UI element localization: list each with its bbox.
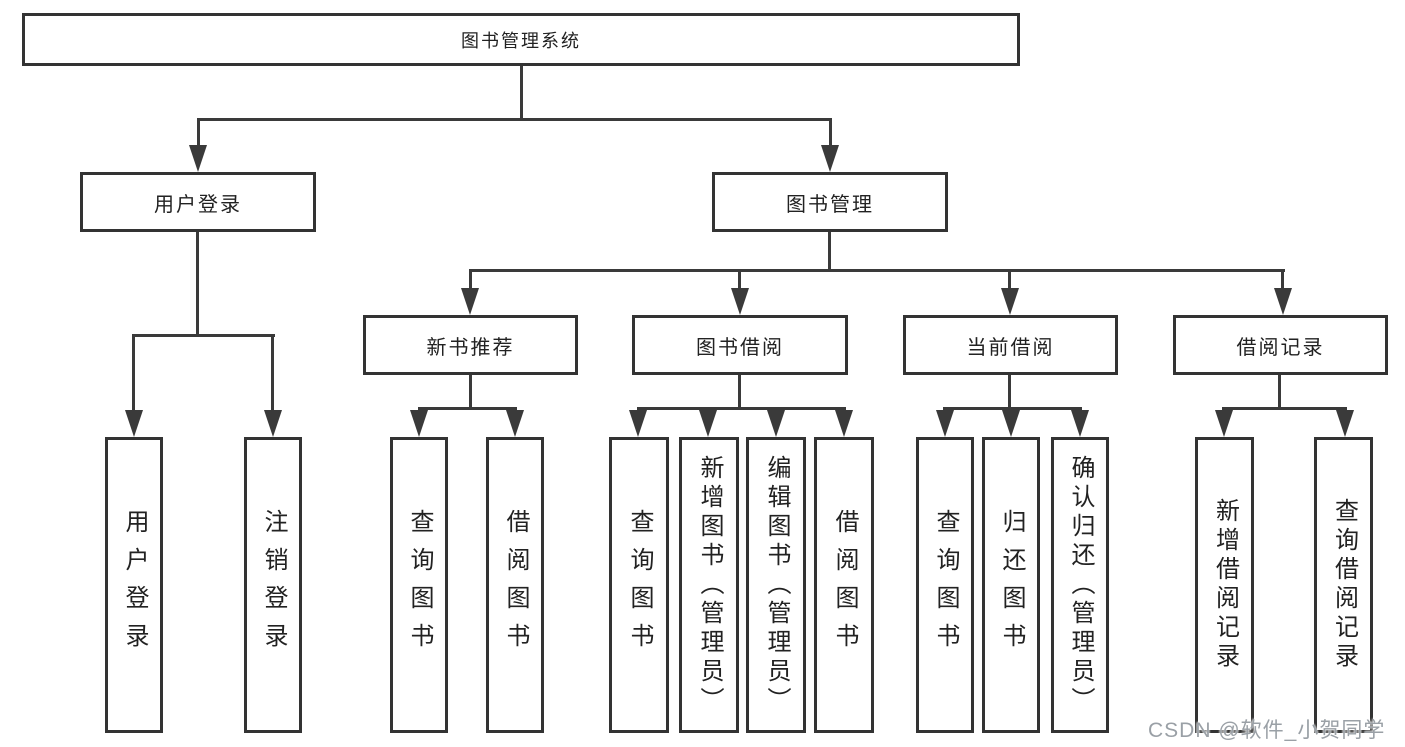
connector-drop-borrow-records xyxy=(1281,269,1284,291)
arrowhead-borrow-records xyxy=(1274,288,1292,315)
arrowhead-login-leaf xyxy=(125,410,143,437)
connector-drop-book-management xyxy=(829,118,832,152)
leaf-bb-add-books-admin: 新增图书（管理员） xyxy=(679,437,739,733)
connector-bar-book-management xyxy=(469,269,1285,272)
arrowhead-book-management xyxy=(821,145,839,172)
node-new-book-recommend: 新书推荐 xyxy=(363,315,578,375)
arrowhead-bb-add xyxy=(699,410,717,437)
connector-drop-logout-leaf xyxy=(271,334,274,414)
arrowhead-rec-add xyxy=(1215,410,1233,437)
node-current-borrow: 当前借阅 xyxy=(903,315,1118,375)
leaf-rec-add-borrow-record: 新增借阅记录 xyxy=(1195,437,1254,733)
node-borrow-records: 借阅记录 xyxy=(1173,315,1388,375)
leaf-user-login: 用户登录 xyxy=(105,437,163,733)
leaf-cb-return-books: 归还图书 xyxy=(982,437,1040,733)
leaf-nb-query-books: 查询图书 xyxy=(390,437,448,733)
arrowhead-cb-confirm xyxy=(1071,410,1089,437)
connector-stem-records-grp xyxy=(1278,375,1281,410)
connector-drop-current-borrow xyxy=(1008,269,1011,291)
node-library-management-system: 图书管理系统 xyxy=(22,13,1020,66)
node-user-login: 用户登录 xyxy=(80,172,316,232)
connector-drop-user-login xyxy=(197,118,200,152)
connector-stem-user-login xyxy=(196,232,199,337)
arrowhead-cb-query xyxy=(936,410,954,437)
connector-drop-book-borrow xyxy=(738,269,741,291)
arrowhead-logout-leaf xyxy=(264,410,282,437)
connector-bar-records-grp xyxy=(1222,407,1347,410)
connector-bar-new-book xyxy=(418,407,517,410)
arrowhead-user-login xyxy=(189,145,207,172)
leaf-cb-query-books: 查询图书 xyxy=(916,437,974,733)
connector-bar-root xyxy=(197,118,831,121)
connector-stem-new-book xyxy=(469,375,472,410)
connector-bar-user-login xyxy=(132,334,275,337)
leaf-bb-borrow-books: 借阅图书 xyxy=(814,437,874,733)
csdn-watermark: CSDN @软件_小贺同学 xyxy=(1148,719,1386,742)
arrowhead-nb-borrow xyxy=(506,410,524,437)
connector-stem-current-grp xyxy=(1008,375,1011,410)
leaf-cb-confirm-return-admin: 确认归还（管理员） xyxy=(1051,437,1109,733)
connector-stem-book-borrow-grp xyxy=(738,375,741,410)
node-book-borrow: 图书借阅 xyxy=(632,315,848,375)
arrowhead-current-borrow xyxy=(1001,288,1019,315)
node-book-management: 图书管理 xyxy=(712,172,948,232)
arrowhead-cb-return xyxy=(1002,410,1020,437)
arrowhead-book-borrow xyxy=(731,288,749,315)
connector-stem-book-management xyxy=(828,232,831,272)
arrowhead-new-book xyxy=(461,288,479,315)
connector-drop-new-book xyxy=(469,269,472,291)
connector-drop-login-leaf xyxy=(132,334,135,414)
leaf-bb-edit-books-admin: 编辑图书（管理员） xyxy=(746,437,806,733)
leaf-nb-borrow-books: 借阅图书 xyxy=(486,437,544,733)
connector-stem-root xyxy=(520,66,523,120)
leaf-logout: 注销登录 xyxy=(244,437,302,733)
arrowhead-bb-borrow xyxy=(835,410,853,437)
arrowhead-rec-query xyxy=(1336,410,1354,437)
connector-bar-book-borrow-grp xyxy=(637,407,846,410)
arrowhead-bb-edit xyxy=(767,410,785,437)
arrowhead-bb-query xyxy=(629,410,647,437)
connector-bar-current-grp xyxy=(943,407,1082,410)
arrowhead-nb-query xyxy=(410,410,428,437)
leaf-rec-query-borrow-record: 查询借阅记录 xyxy=(1314,437,1373,733)
leaf-bb-query-books: 查询图书 xyxy=(609,437,669,733)
